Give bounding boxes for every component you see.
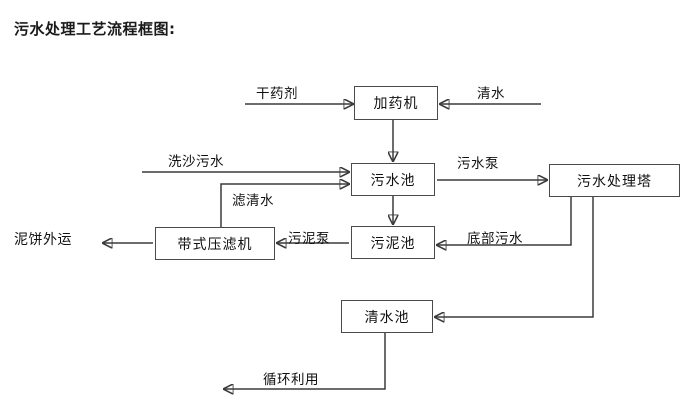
edge-label-recycle-use: 循环利用 xyxy=(263,372,319,388)
node-label: 污水处理塔 xyxy=(577,173,652,190)
node-label: 污水池 xyxy=(370,172,416,189)
node-clear-pool[interactable]: 清水池 xyxy=(341,300,433,333)
node-belt-press[interactable]: 带式压滤机 xyxy=(155,227,275,260)
node-treatment-tower[interactable]: 污水处理塔 xyxy=(549,164,680,197)
page-title: 污水处理工艺流程框图: xyxy=(14,20,176,38)
edge-label-sand-wash-water: 洗沙污水 xyxy=(168,154,224,170)
node-sludge-pool[interactable]: 污泥池 xyxy=(351,226,435,259)
wire-tower-to-clear-pool xyxy=(435,197,594,317)
edge-label-clean-water-in: 清水 xyxy=(477,86,505,102)
node-label: 清水池 xyxy=(364,309,410,326)
terminal-label-mud-cake-out: 泥饼外运 xyxy=(14,232,72,248)
node-label: 加药机 xyxy=(373,96,419,112)
edge-label-filtrate-water: 滤清水 xyxy=(232,193,274,209)
node-sewage-pool[interactable]: 污水池 xyxy=(351,163,435,196)
node-label: 带式压滤机 xyxy=(177,236,253,253)
edge-label-bottom-sewage: 底部污水 xyxy=(467,231,523,247)
node-dosing-machine[interactable]: 加药机 xyxy=(354,86,438,120)
edge-label-sludge-pump: 污泥泵 xyxy=(288,231,330,247)
node-label: 污泥池 xyxy=(370,235,416,252)
edge-label-sewage-pump: 污水泵 xyxy=(457,156,499,172)
edge-label-dry-reagent: 干药剂 xyxy=(256,86,298,102)
